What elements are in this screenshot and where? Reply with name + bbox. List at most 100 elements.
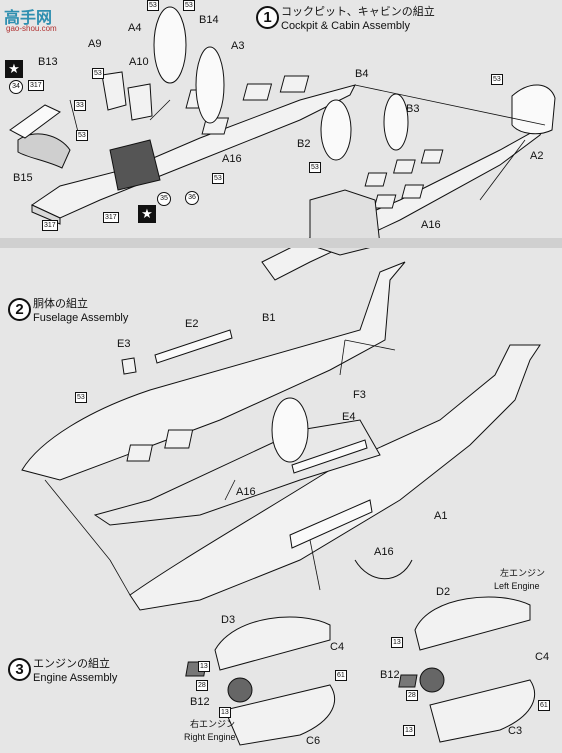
engine-right-lower-c6 [224, 684, 335, 746]
paint-circle: 35 [157, 192, 171, 206]
fuselage-interior [93, 419, 381, 526]
left-engine-en: Left Engine [494, 581, 540, 591]
window-frame-e3 [121, 357, 137, 375]
engine-fan-b12-left [419, 667, 445, 693]
cabin-seat [393, 159, 416, 174]
part-label-c4: C4 [330, 641, 345, 653]
paint-number: 13 [198, 661, 210, 672]
step-title-jp-1: コックピット、キャビンの組立 [281, 6, 435, 18]
paint-circle: 36 [185, 191, 199, 205]
step-title-en-3: Engine Assembly [33, 672, 118, 684]
part-label-b12: B12 [190, 696, 210, 708]
cockpit-floor-side [31, 204, 61, 225]
fuselage-left-half [21, 261, 406, 481]
part-label-c3: C3 [508, 725, 523, 737]
engine-left-upper-d2 [414, 596, 531, 651]
engine-right-upper-d3 [214, 616, 331, 671]
panel-b15 [17, 133, 71, 169]
part-label-a3: A3 [231, 40, 245, 52]
paint-circle: 34 [9, 80, 23, 94]
paint-number: 53 [212, 173, 224, 184]
step-title-en-2: Fuselage Assembly [33, 312, 129, 324]
engine-left-lower-c3 [429, 679, 535, 743]
part-label-a4: A4 [128, 22, 142, 34]
paint-number: 53 [491, 74, 503, 85]
seat-a9 [101, 71, 127, 111]
left-engine-jp: 左エンジン [500, 568, 546, 578]
paint-number: 53 [75, 392, 87, 403]
panel-b2 [320, 99, 352, 161]
part-label-a10: A10 [129, 56, 149, 68]
paint-number: 53 [309, 162, 321, 173]
paint-number: 317 [28, 80, 44, 91]
part-label-d3: D3 [221, 614, 236, 626]
paint-number: 61 [538, 700, 550, 711]
paint-number: 53 [147, 0, 159, 11]
panel-b3 [383, 93, 409, 151]
part-label-a9: A9 [88, 38, 102, 50]
bulkhead-a2 [511, 84, 556, 135]
watermark-title: 高手网 [4, 10, 53, 27]
part-a16-lower [354, 559, 413, 580]
paint-number: 317 [103, 212, 119, 223]
window-strip-e2 [154, 329, 233, 364]
cabin-seat [364, 172, 388, 187]
window-strip-e4 [291, 439, 368, 474]
panel-b14 [153, 6, 187, 84]
part-label-a2: A2 [530, 150, 544, 162]
part-label-c4: C4 [535, 651, 550, 663]
part-label-a1: A1 [434, 510, 448, 522]
paint-number: 317 [42, 220, 58, 231]
part-label-f3: F3 [353, 389, 366, 401]
part-label-b2: B2 [297, 138, 311, 150]
part-label-d2: D2 [436, 586, 451, 598]
part-label-b3: B3 [406, 103, 420, 115]
cabin-seat [373, 194, 397, 209]
seat-block [242, 83, 273, 101]
step-title-jp-3: エンジンの組立 [33, 658, 110, 670]
seat-block [164, 429, 194, 449]
seat-block [279, 75, 310, 93]
paint-number: 33 [74, 100, 86, 111]
part-label-e3: E3 [117, 338, 131, 350]
watermark-url: gao-shou.com [6, 24, 57, 33]
engine-fan-b12 [227, 677, 253, 703]
part-label-a16: A16 [222, 153, 242, 165]
step-number-2: 2 [8, 298, 31, 321]
paint-number: 28 [196, 680, 208, 691]
cabin-door-bulkhead [271, 397, 309, 463]
cockpit-tub [109, 139, 161, 191]
part-label-b4: B4 [355, 68, 369, 80]
step-number-1: 1 [256, 6, 279, 29]
cabin-seat [401, 184, 425, 199]
paint-number: 13 [403, 725, 415, 736]
part-label-b1: B1 [262, 312, 276, 324]
paint-number: 13 [391, 637, 403, 648]
instrument-panel [9, 104, 61, 139]
part-label-a16: A16 [236, 486, 256, 498]
right-engine-en: Right Engine [184, 732, 236, 742]
part-label-c6: C6 [306, 735, 321, 747]
star-icon: ★ [138, 205, 156, 223]
paint-number: 53 [183, 0, 195, 11]
seat-block [126, 444, 154, 462]
cabin-seat [420, 149, 444, 164]
part-label-e4: E4 [342, 411, 356, 423]
step-number-3: 3 [8, 658, 31, 681]
step-title-en-1: Cockpit & Cabin Assembly [281, 20, 410, 32]
part-label-b14: B14 [199, 14, 219, 26]
part-label-a16: A16 [374, 546, 394, 558]
part-label-a16: A16 [421, 219, 441, 231]
paint-number: 61 [335, 670, 347, 681]
seat-a10 [127, 83, 153, 121]
part-label-b12: B12 [380, 669, 400, 681]
part-label-b13: B13 [38, 56, 58, 68]
fuselage-right-half [129, 344, 541, 611]
part-label-b15: B15 [13, 172, 33, 184]
paint-number: 28 [406, 690, 418, 701]
window-strip-a1 [289, 499, 373, 549]
panel-a3 [195, 46, 225, 124]
step-title-jp-2: 胴体の組立 [33, 298, 88, 310]
